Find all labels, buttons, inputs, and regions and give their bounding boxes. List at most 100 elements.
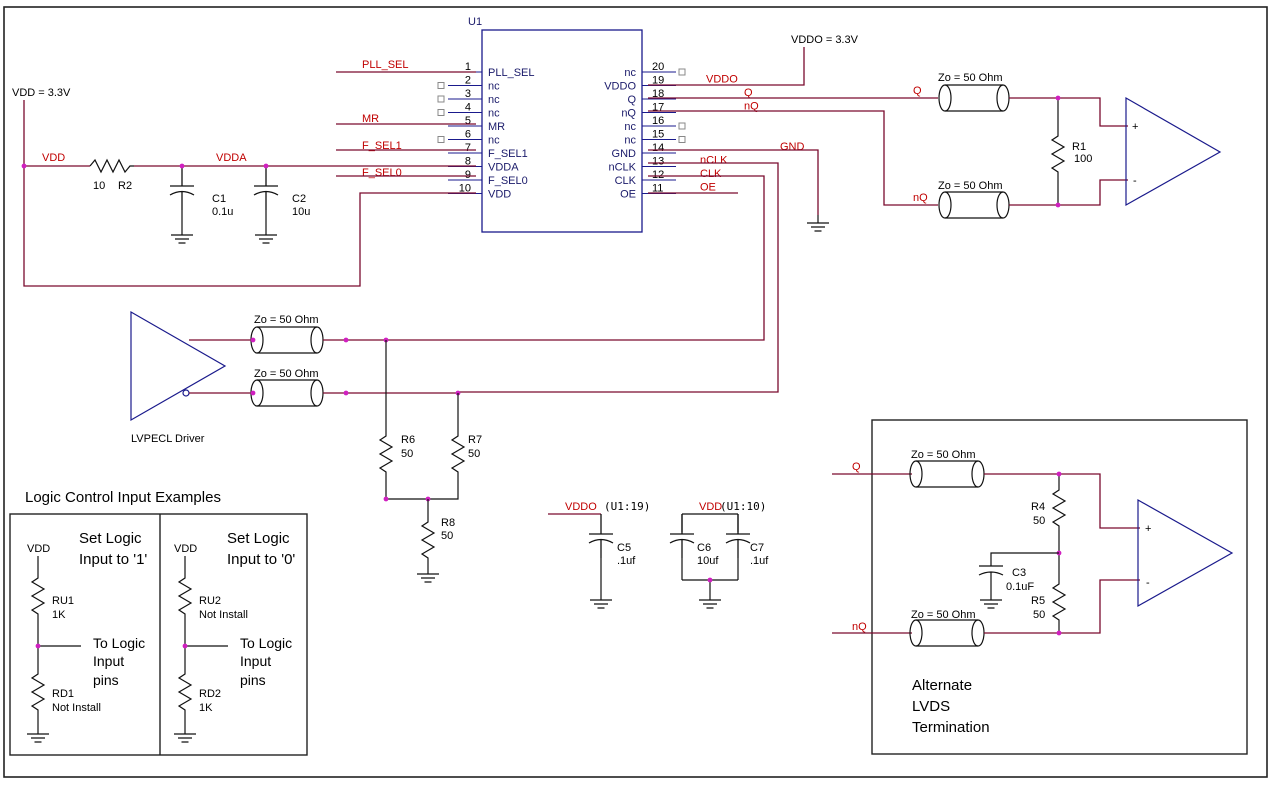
tline-nq: Zo = 50 Ohm — [938, 180, 1010, 219]
driver-label: LVPECL Driver — [131, 433, 205, 445]
ground-icon — [26, 725, 50, 743]
opamp-plus: + — [1132, 121, 1138, 133]
c3-value: 0.1uF — [1006, 581, 1034, 593]
logic-right-to2: Input — [240, 653, 271, 669]
ground-icon — [170, 226, 194, 244]
logic-left-to3: pins — [93, 672, 119, 688]
u1-input-nets — [336, 71, 476, 177]
r4-resistor — [1052, 483, 1066, 531]
ru1-ref: RU1 — [52, 595, 74, 607]
logic-title: Logic Control Input Examples — [25, 489, 221, 506]
pin-number: 6 — [465, 129, 471, 141]
power-section: VDD = 3.3V VDD VDDA 10 R2 C1 0.1u C2 10u — [12, 87, 476, 287]
no-connect-marker — [678, 122, 686, 130]
tline-nclk: Zo = 50 Ohm — [250, 368, 324, 407]
pin-number: 2 — [465, 75, 471, 87]
c5-ref: C5 — [617, 542, 631, 554]
pin-name: nc — [624, 67, 636, 79]
ru1-resistor — [31, 571, 45, 619]
junction-dot — [179, 163, 185, 169]
logic-left-to1: To Logic — [93, 635, 145, 651]
tline-label: Zo = 50 Ohm — [938, 180, 1003, 192]
c1-ref: C1 — [212, 193, 226, 205]
pin-name: nc — [488, 108, 500, 120]
receiver-opamp: + - — [1125, 96, 1222, 207]
r7-value: 50 — [468, 448, 480, 460]
net-label: PLL_SEL — [362, 59, 408, 71]
r6-ref: R6 — [401, 434, 415, 446]
tline-clk: Zo = 50 Ohm — [250, 314, 324, 354]
net-q: Q — [913, 85, 922, 97]
sheet-border — [3, 6, 1268, 778]
alt-net-q: Q — [852, 461, 861, 473]
tline-label: Zo = 50 Ohm — [254, 368, 319, 380]
no-connect-marker — [437, 136, 445, 143]
net-label: VDDO — [706, 74, 738, 86]
alt-opamp-plus: + — [1145, 523, 1151, 535]
tline-label: Zo = 50 Ohm — [911, 449, 976, 461]
opamp-minus: - — [1133, 175, 1137, 187]
pin-name: PLL_SEL — [488, 67, 534, 79]
logic-left-vdd: VDD — [27, 543, 50, 555]
pin-name: OE — [620, 189, 636, 201]
c2-ref: C2 — [292, 193, 306, 205]
net-label: nQ — [744, 101, 759, 113]
ground-icon — [979, 591, 1003, 609]
r8-value: 50 — [441, 530, 453, 542]
logic-left-to2: Input — [93, 653, 124, 669]
net-nq: nQ — [913, 192, 928, 204]
logic-right-vdd: VDD — [174, 543, 197, 555]
rd1-value: Not Install — [52, 702, 101, 714]
pin-name: F_SEL1 — [488, 148, 528, 160]
decoup-vdd-ref: (U1:10) — [720, 500, 766, 513]
net-label: nCLK — [700, 155, 728, 167]
alt-line3: Termination — [912, 719, 990, 736]
pin-number: 16 — [652, 115, 664, 127]
r5-value: 50 — [1033, 609, 1045, 621]
r2-resistor — [89, 158, 134, 174]
net-label: CLK — [700, 168, 722, 180]
rd2-ref: RD2 — [199, 688, 221, 700]
r5-ref: R5 — [1031, 595, 1045, 607]
c6-ref: C6 — [697, 542, 711, 554]
ground-icon — [806, 214, 830, 232]
no-connect-marker — [678, 68, 686, 76]
ground-icon — [589, 591, 613, 609]
net-label: F_SEL1 — [362, 140, 402, 152]
pin-name: VDDA — [488, 162, 519, 174]
tline-q: Zo = 50 Ohm — [938, 72, 1010, 112]
decoup-vdd-label: VDD — [699, 501, 722, 513]
r6-value: 50 — [401, 448, 413, 460]
pin-name: F_SEL0 — [488, 175, 528, 187]
ru2-ref: RU2 — [199, 595, 221, 607]
decoup-vddo-label: VDDO — [565, 501, 597, 513]
r2-value: 10 — [93, 180, 105, 192]
pin-name: nc — [624, 135, 636, 147]
rd1-resistor — [31, 667, 45, 715]
pin-number: 4 — [465, 102, 471, 114]
logic-right-line2: Input to '0' — [227, 551, 295, 568]
net-label: OE — [700, 182, 716, 194]
rd2-value: 1K — [199, 702, 213, 714]
no-connect-marker — [437, 109, 445, 116]
r7-resistor — [451, 429, 465, 477]
logic-right-to1: To Logic — [240, 635, 292, 651]
r4-value: 50 — [1033, 515, 1045, 527]
ground-icon — [254, 226, 278, 244]
pin-name: Q — [627, 94, 636, 106]
r8-ref: R8 — [441, 517, 455, 529]
tline-label: Zo = 50 Ohm — [254, 314, 319, 326]
ground-icon — [416, 565, 440, 583]
